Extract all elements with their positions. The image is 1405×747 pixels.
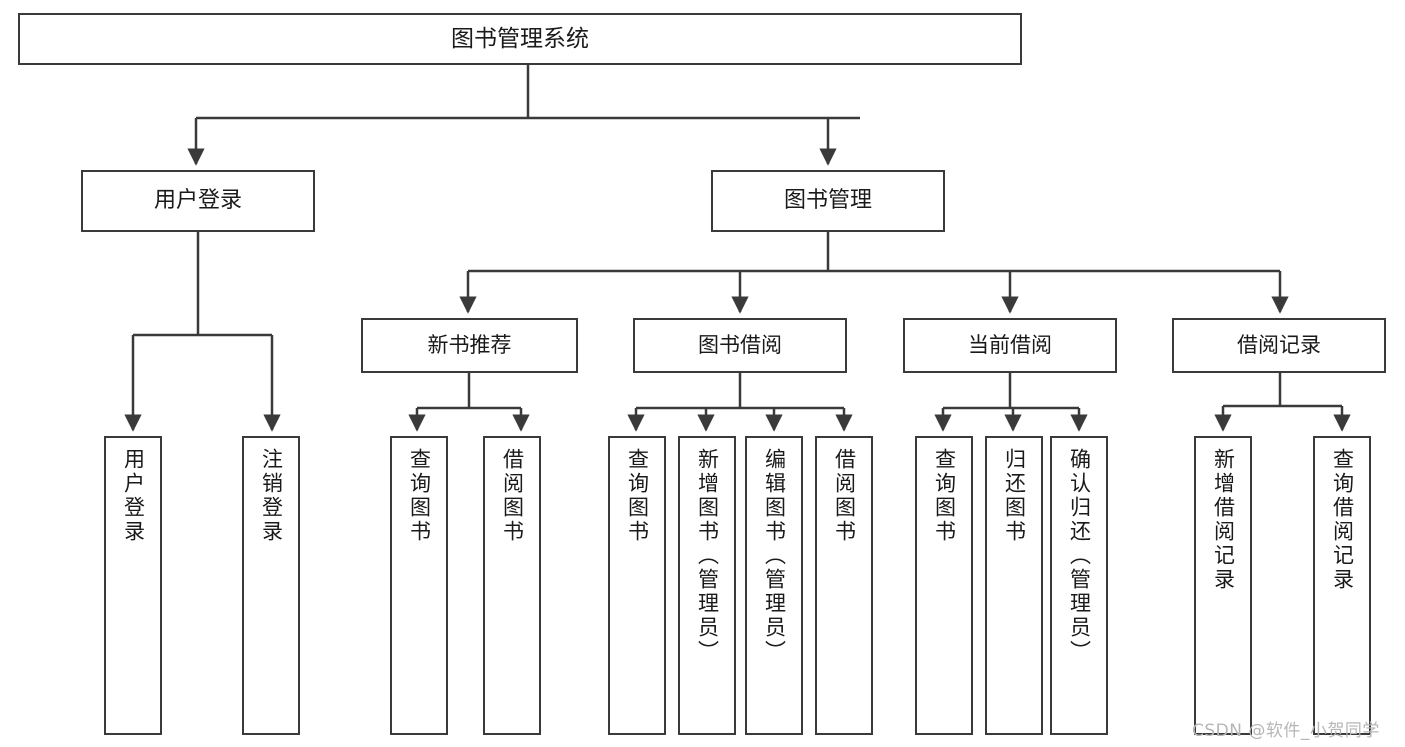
node-new-book-recommend-label: 新书推荐 bbox=[427, 333, 512, 358]
leaf-current-borrow-1-label: 查询图书 bbox=[932, 448, 957, 544]
leaf-book-borrow-4-label: 借阅图书 bbox=[832, 448, 857, 544]
node-book-management[interactable]: 图书管理 bbox=[711, 170, 945, 232]
csdn-watermark: CSDN @软件_小贺同学 bbox=[1192, 721, 1380, 741]
leaf-current-borrow-2-label: 归还图书 bbox=[1002, 448, 1027, 544]
node-book-borrow-label: 图书借阅 bbox=[698, 333, 782, 358]
leaf-current-borrow-3-label: 确认归还（管理员） bbox=[1067, 448, 1092, 664]
leaf-current-borrow-2[interactable]: 归还图书 bbox=[985, 436, 1043, 735]
leaf-borrow-record-1-label: 新增借阅记录 bbox=[1211, 448, 1236, 592]
leaf-book-borrow-3-label: 编辑图书（管理员） bbox=[762, 448, 787, 664]
node-current-borrow-label: 当前借阅 bbox=[968, 333, 1052, 358]
node-borrow-record-label: 借阅记录 bbox=[1237, 333, 1321, 358]
node-book-borrow[interactable]: 图书借阅 bbox=[633, 318, 847, 373]
leaf-new-book-2-label: 借阅图书 bbox=[500, 448, 525, 544]
leaf-user-login-2[interactable]: 注销登录 bbox=[242, 436, 300, 735]
leaf-borrow-record-2[interactable]: 查询借阅记录 bbox=[1313, 436, 1371, 735]
leaf-book-borrow-4[interactable]: 借阅图书 bbox=[815, 436, 873, 735]
leaf-book-borrow-2-label: 新增图书（管理员） bbox=[695, 448, 720, 664]
leaf-new-book-2[interactable]: 借阅图书 bbox=[483, 436, 541, 735]
leaf-current-borrow-1[interactable]: 查询图书 bbox=[915, 436, 973, 735]
node-root-label: 图书管理系统 bbox=[451, 25, 589, 52]
leaf-book-borrow-1-label: 查询图书 bbox=[625, 448, 650, 544]
leaf-borrow-record-1[interactable]: 新增借阅记录 bbox=[1194, 436, 1252, 735]
leaf-book-borrow-1[interactable]: 查询图书 bbox=[608, 436, 666, 735]
node-user-login[interactable]: 用户登录 bbox=[81, 170, 315, 232]
node-current-borrow[interactable]: 当前借阅 bbox=[903, 318, 1117, 373]
node-root[interactable]: 图书管理系统 bbox=[18, 13, 1022, 65]
node-borrow-record[interactable]: 借阅记录 bbox=[1172, 318, 1386, 373]
node-book-management-label: 图书管理 bbox=[783, 188, 872, 214]
node-user-login-label: 用户登录 bbox=[153, 188, 242, 214]
leaf-current-borrow-3[interactable]: 确认归还（管理员） bbox=[1050, 436, 1108, 735]
leaf-new-book-1-label: 查询图书 bbox=[407, 448, 432, 544]
node-new-book-recommend[interactable]: 新书推荐 bbox=[361, 318, 578, 373]
leaf-book-borrow-3[interactable]: 编辑图书（管理员） bbox=[745, 436, 803, 735]
leaf-borrow-record-2-label: 查询借阅记录 bbox=[1330, 448, 1355, 592]
leaf-user-login-2-label: 注销登录 bbox=[259, 448, 284, 544]
leaf-book-borrow-2[interactable]: 新增图书（管理员） bbox=[678, 436, 736, 735]
leaf-user-login-1[interactable]: 用户登录 bbox=[104, 436, 162, 735]
leaf-user-login-1-label: 用户登录 bbox=[121, 448, 146, 544]
leaf-new-book-1[interactable]: 查询图书 bbox=[390, 436, 448, 735]
